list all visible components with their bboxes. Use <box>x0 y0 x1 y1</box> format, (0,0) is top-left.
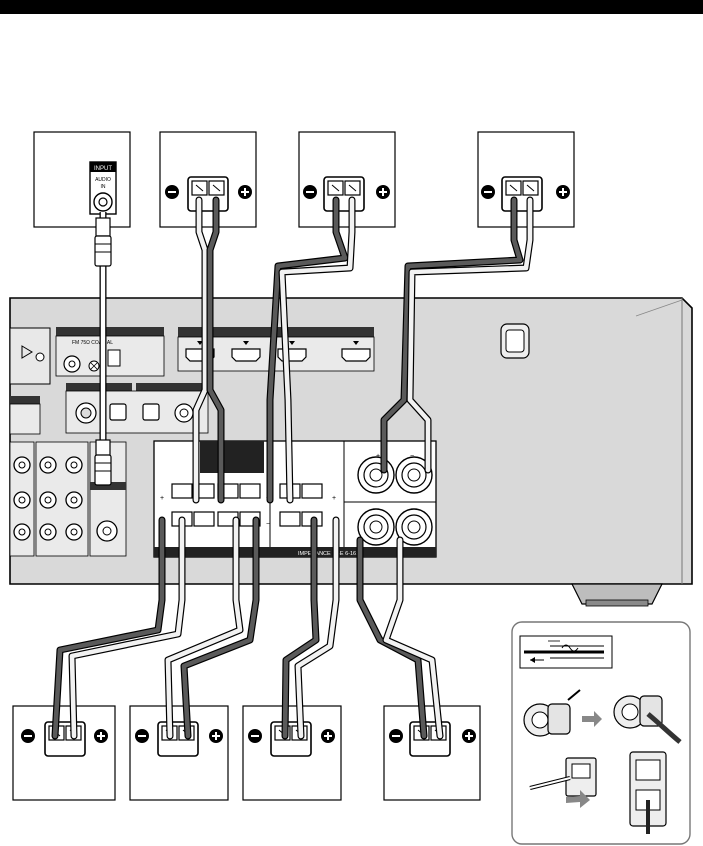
subwoofer: INPUT AUDIO IN <box>33 131 131 228</box>
audio-label: AUDIO <box>95 177 111 183</box>
plus-sign: + <box>160 495 164 502</box>
av-receiver-rear-panel: FM 75Ω COAXIAL <box>9 297 693 607</box>
in-label: IN <box>101 184 106 190</box>
antenna-label: FM 75Ω COAXIAL <box>72 340 113 346</box>
subwoofer-cable <box>94 212 112 486</box>
minus-sign: − <box>266 521 270 528</box>
input-header: INPUT <box>94 166 112 172</box>
plus-sign: + <box>332 495 336 502</box>
cable-preparation-inset <box>511 621 691 845</box>
speaker-cables <box>51 196 534 740</box>
impedance-label: IMPEDANCE USE 6-16Ω <box>298 551 360 557</box>
header-bar <box>0 0 703 14</box>
binding-post <box>357 456 433 546</box>
